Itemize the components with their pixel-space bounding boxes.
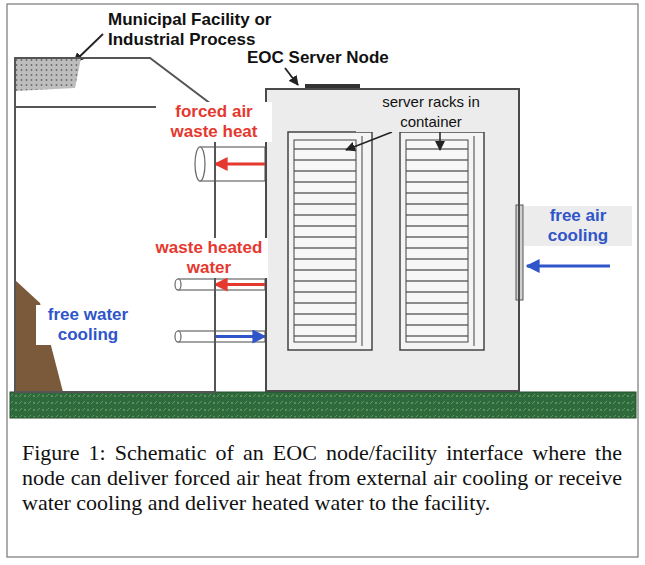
callout-label: server racks in container: [356, 92, 506, 132]
flow-label: waste heated water: [150, 238, 268, 278]
flow-arrow: [215, 163, 265, 166]
rack-frame: [288, 132, 372, 350]
soil-patch: [15, 280, 63, 392]
pipe-end: [175, 279, 181, 290]
flow-arrow: [215, 283, 265, 286]
node-heading: EOC Server Node: [247, 48, 447, 68]
rack-frame: [400, 132, 484, 350]
rack-post: [362, 136, 363, 346]
rack-shelves: [406, 140, 468, 342]
leader-line: [439, 132, 441, 150]
ground-band: [10, 392, 636, 418]
flow-label: free water cooling: [36, 305, 140, 345]
pipe-end: [175, 331, 181, 342]
roof-patch: [15, 58, 81, 91]
server-rack: [400, 132, 484, 350]
water-pipe: [175, 331, 265, 342]
building-outline: [15, 58, 215, 392]
leader-line: [285, 68, 298, 85]
duct-end: [195, 147, 205, 181]
server-rack: [288, 132, 372, 350]
flow-label: free air cooling: [524, 206, 632, 246]
rack-shelves: [294, 140, 356, 342]
facility-building: Municipal Facility or Industrial Process: [15, 58, 215, 392]
flow-arrow: [215, 335, 265, 338]
air-duct: [195, 147, 265, 181]
node-heading: Municipal Facility or Industrial Process: [108, 10, 340, 50]
building-wall: [15, 58, 215, 392]
container-fill: [265, 88, 520, 392]
duct-body: [200, 147, 265, 181]
figure-caption: Figure 1: Schematic of an EOC node/facil…: [22, 440, 622, 515]
air-flow-arrow: [527, 265, 610, 268]
water-pipe: [175, 279, 265, 290]
container-box: EOC Server Node: [265, 88, 520, 392]
rack-post: [474, 136, 475, 346]
figure-frame: [7, 4, 638, 557]
pipe-body: [178, 279, 265, 290]
pipe-body: [178, 331, 265, 342]
leader-line: [346, 132, 392, 150]
roof-line: [15, 106, 215, 108]
